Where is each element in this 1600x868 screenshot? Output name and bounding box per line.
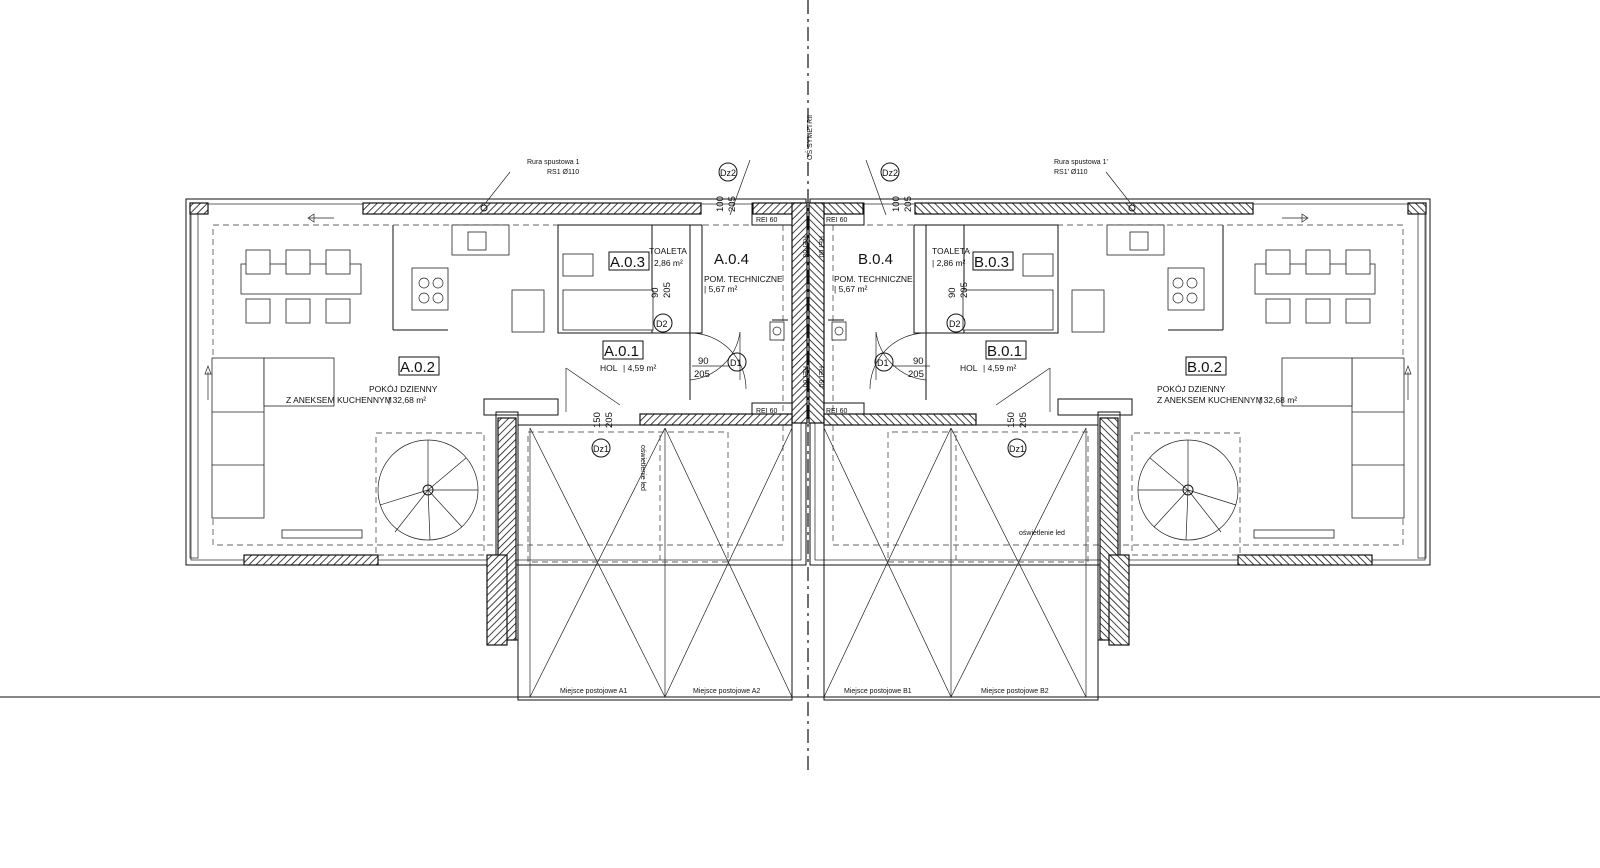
rei-label-5: REI 60 — [801, 236, 808, 258]
parking-a2-label: Miejsce postojowe A2 — [693, 688, 760, 695]
parking-b2-label: Miejsce postojowe B2 — [981, 688, 1049, 695]
sofa-a — [211, 357, 265, 519]
dim-90-b-horiz: 90 — [913, 356, 924, 367]
room-a02-name1: POKÓJ DZIENNY — [369, 384, 438, 394]
room-a01-name: HOL — [600, 363, 618, 373]
room-a01-area: | 4,59 m² — [623, 363, 657, 373]
led-label-b: oświetlenie led — [1019, 530, 1065, 537]
rei-label-3: REI 60 — [756, 408, 778, 415]
rei-label-6: REI 60 — [801, 366, 808, 388]
room-b02-name1: POKÓJ DZIENNY — [1157, 384, 1226, 394]
svg-text:Dz1: Dz1 — [1009, 444, 1025, 454]
rei-label-2: REI 60 — [826, 217, 848, 224]
svg-text:D2: D2 — [656, 319, 668, 329]
dim-205-b-vert: 205 — [959, 282, 970, 298]
svg-text:D1: D1 — [877, 358, 889, 368]
door-tag-dz2-a: Dz2 — [718, 162, 738, 182]
room-b02-code: B.0.2 — [1187, 359, 1222, 376]
dim-205-b-horiz: 205 — [908, 369, 924, 380]
garage-a — [517, 424, 793, 701]
dim-205-a-vert: 205 — [662, 282, 673, 298]
rei-label-1: REI 60 — [756, 217, 778, 224]
unit-a — [185, 159, 808, 701]
dim-205-b-top: 205 — [903, 196, 914, 212]
parking-a1-label: Miejsce postojowe A1 — [560, 688, 627, 695]
door-tag-dz1-b: Dz1 — [1007, 438, 1027, 458]
dim-90-a-horiz: 90 — [698, 356, 709, 367]
downpipe-b-spec: RS1' Ø110 — [1054, 169, 1088, 176]
room-b03-area: | 2,86 m² — [932, 258, 966, 268]
downpipe-a-spec: RS1 Ø110 — [547, 169, 579, 176]
room-a03-name: TOALETA — [649, 246, 687, 256]
room-a04-name: POM. TECHNICZNE — [704, 274, 783, 284]
room-a02-code: A.0.2 — [400, 359, 435, 376]
room-b04-area: | 5,67 m² — [834, 284, 868, 294]
room-b02-name2: Z ANEKSEM KUCHENNYM — [1157, 395, 1263, 405]
dim-150-b: 150 — [1006, 412, 1017, 428]
dim-90-a-vert: 90 — [650, 287, 661, 298]
door-tag-d1-a: D1 — [727, 352, 747, 372]
room-b01-name: HOL — [960, 363, 978, 373]
top-wall-a — [362, 202, 702, 215]
rei-label-4: REI 60 — [826, 408, 848, 415]
downpipe-b-title: Rura spustowa 1' — [1054, 159, 1108, 166]
fire-wall-a — [791, 202, 808, 424]
door-tag-d2-b: D2 — [946, 313, 966, 333]
room-b03-code: B.0.3 — [974, 254, 1009, 271]
room-b01-area: | 4,59 m² — [983, 363, 1017, 373]
room-a01-code: A.0.1 — [604, 343, 639, 360]
dim-90-b-vert: 90 — [947, 287, 958, 298]
downpipe-a-title: Rura spustowa 1 — [527, 159, 580, 166]
room-a03-code: A.0.3 — [610, 254, 645, 271]
door-tag-d2-a: D2 — [653, 313, 673, 333]
room-b04-code: B.0.4 — [858, 251, 893, 268]
room-a03-area: 2,86 m² — [654, 258, 683, 268]
dim-205-b-bottom: 205 — [1018, 412, 1029, 428]
led-label-a: oświetlenie led — [639, 445, 646, 491]
parking-b1-label: Miejsce postojowe B1 — [844, 688, 912, 695]
room-a04-code: A.0.4 — [714, 251, 749, 268]
dim-205-a-top: 205 — [727, 196, 738, 212]
svg-text:Dz1: Dz1 — [593, 444, 609, 454]
svg-text:D1: D1 — [730, 358, 742, 368]
door-tag-dz1-a: Dz1 — [591, 438, 611, 458]
axis-label: OŚ SYMETRII — [805, 115, 814, 160]
dim-100-a: 100 — [715, 196, 726, 212]
dim-205-a-bottom: 205 — [604, 412, 615, 428]
room-a02-area: | 32,68 m² — [388, 395, 426, 405]
dim-100-b: 100 — [891, 196, 902, 212]
room-b02-area: | 32,68 m² — [1259, 395, 1297, 405]
room-a02-name2: Z ANEKSEM KUCHENNYM — [286, 395, 392, 405]
svg-text:Dz2: Dz2 — [882, 168, 898, 178]
rei-label-7: REI 60 — [817, 236, 824, 258]
room-b03-name: TOALETA — [932, 246, 970, 256]
room-a04-area: | 5,67 m² — [704, 284, 738, 294]
svg-text:D2: D2 — [949, 319, 961, 329]
dim-205-a-horiz: 205 — [694, 369, 710, 380]
svg-text:Dz2: Dz2 — [720, 168, 736, 178]
room-b04-name: POM. TECHNICZNE — [834, 274, 913, 284]
door-tag-dz2-b: Dz2 — [880, 162, 900, 182]
door-tag-d1-b: D1 — [874, 352, 894, 372]
dim-150-a: 150 — [592, 412, 603, 428]
room-b01-code: B.0.1 — [987, 343, 1022, 360]
rei-label-8: REI 60 — [817, 366, 824, 388]
unit-b — [808, 159, 1431, 701]
